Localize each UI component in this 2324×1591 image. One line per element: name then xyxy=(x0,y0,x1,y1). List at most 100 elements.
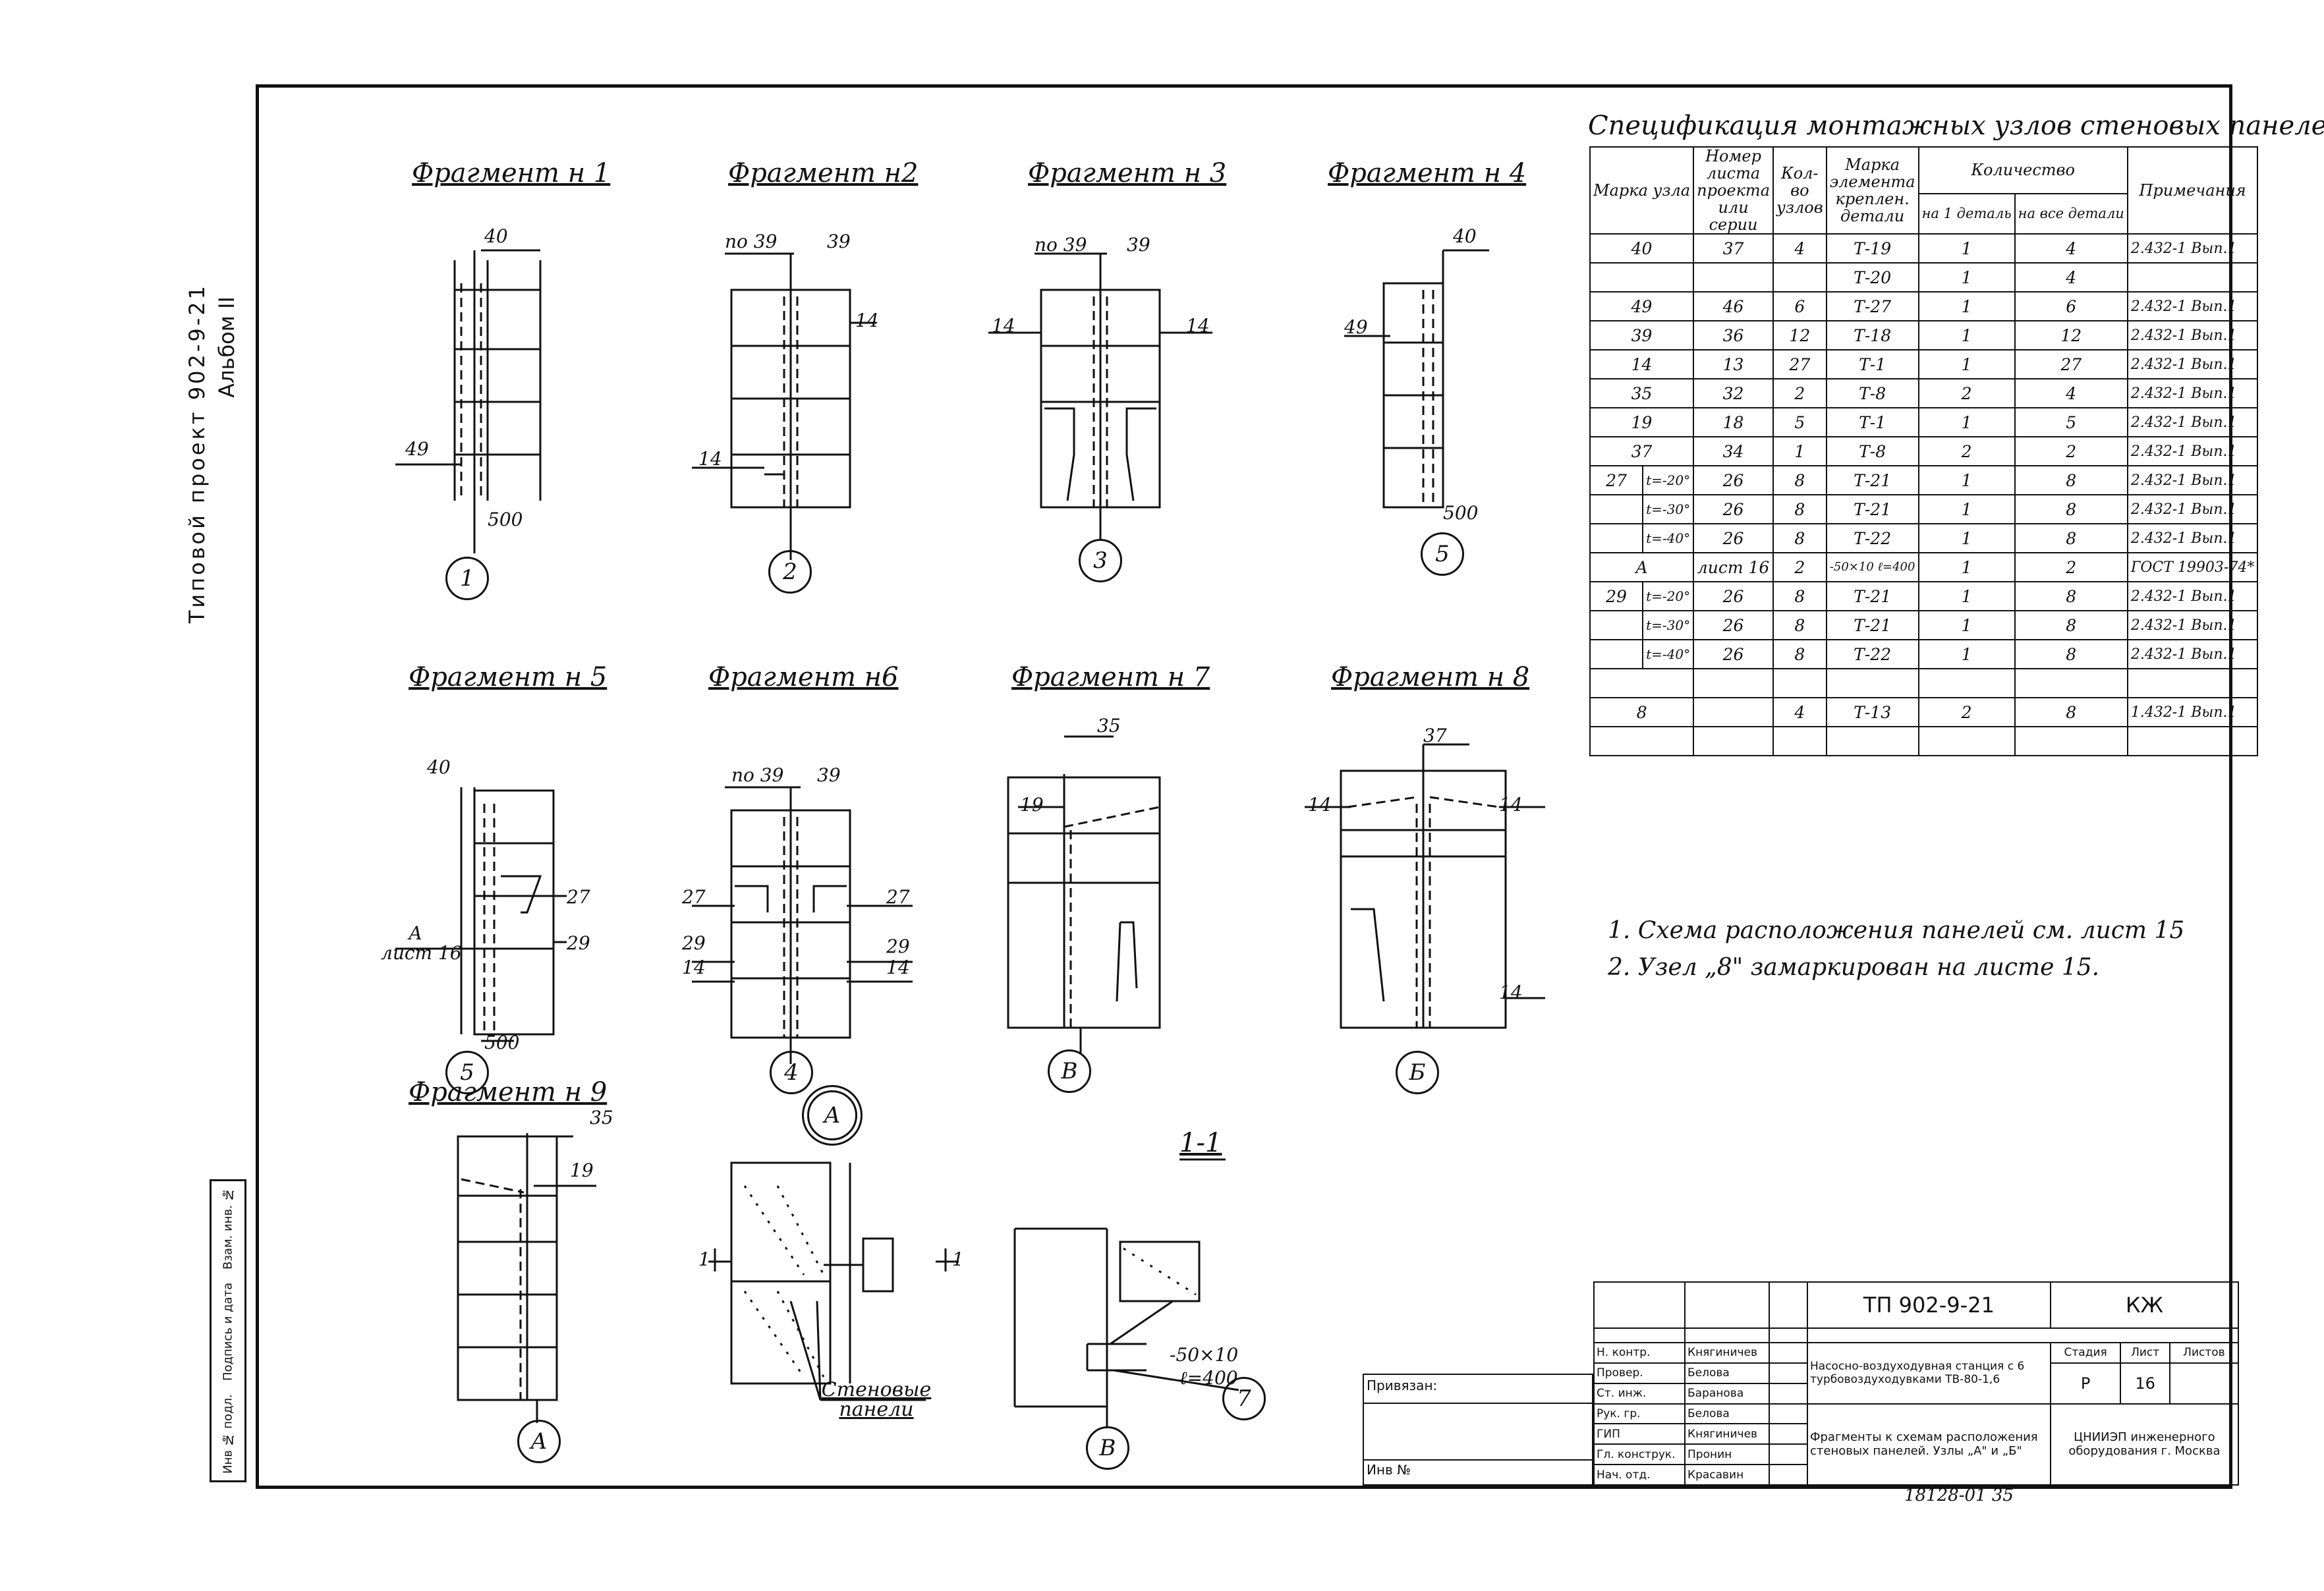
spec-cell-sheet: 26 xyxy=(1693,523,1774,553)
fragment-9-drawing xyxy=(457,1133,596,1423)
role-name: Княгиничев xyxy=(1684,1423,1770,1445)
fragment-title: Фрагмент н2 xyxy=(728,158,919,188)
fragment-marker: Б xyxy=(1396,1051,1439,1094)
inv-label: Инв № xyxy=(1364,1459,1592,1484)
spec-cell-per-one: 1 xyxy=(1917,581,2016,611)
spec-cell-element: Т-19 xyxy=(1825,233,1919,264)
fragment-label: 14 xyxy=(698,448,722,470)
spec-cell-notes: 2.432-1 Вып.1 xyxy=(2126,378,2259,408)
fragment-label: 14 xyxy=(886,957,910,978)
role: Нач. отд. xyxy=(1593,1464,1686,1486)
fragment-label: 14 xyxy=(1186,315,1210,337)
fragment-title: Фрагмент н6 xyxy=(708,662,899,692)
fragment-8-drawing xyxy=(1305,743,1545,1029)
fragment-label: по 39 xyxy=(1034,234,1087,256)
spec-cell-sheet: 18 xyxy=(1693,407,1774,437)
spec-cell-per-all xyxy=(2014,668,2128,698)
tb-mark: КЖ xyxy=(2049,1281,2240,1329)
tb-org: ЦНИИЭП инженерного оборудования г. Москв… xyxy=(2049,1403,2240,1486)
fragment-6-drawing xyxy=(692,786,913,1064)
drawing-sheet-frame xyxy=(256,84,2232,1489)
col-mark: Марка узла xyxy=(1589,146,1695,235)
spec-cell-sheet: 36 xyxy=(1693,320,1774,350)
spec-cell-sub: t=-20° xyxy=(1642,465,1695,495)
spec-cell-per-all: 6 xyxy=(2014,291,2128,321)
spec-cell-per-one: 1 xyxy=(1917,465,2016,495)
col-qty: Количество xyxy=(1917,146,2128,194)
fragment-label: 35 xyxy=(1097,715,1121,737)
fragment-label: 14 xyxy=(855,310,879,331)
spec-cell-notes: 2.432-1 Вып.1 xyxy=(2126,436,2259,466)
spec-cell-notes: 2.432-1 Вып.1 xyxy=(2126,610,2259,640)
spec-cell-per-all: 8 xyxy=(2014,581,2128,611)
binding-box: Привязан: Инв № xyxy=(1363,1374,1593,1486)
spec-cell-sub: t=-40° xyxy=(1642,523,1695,553)
spec-cell-mark: 49 xyxy=(1589,291,1695,321)
fragment-marker: 5 xyxy=(445,1051,489,1094)
spec-cell-notes: 2.432-1 Вып.1 xyxy=(2126,291,2259,321)
fragment-marker: А xyxy=(517,1420,561,1463)
spec-cell-sub: t=-20° xyxy=(1642,581,1695,611)
spec-cell-count: 5 xyxy=(1772,407,1827,437)
spec-cell-mark xyxy=(1589,639,1644,669)
notes-block: 1. Схема расположения панелей см. лист 1… xyxy=(1608,912,2184,986)
fragment-label: 49 xyxy=(405,438,429,460)
spec-cell-count: 8 xyxy=(1772,639,1827,669)
spec-cell-mark xyxy=(1589,262,1695,293)
spec-cell-sheet: 46 xyxy=(1693,291,1774,321)
fragment-label: 29 xyxy=(886,935,910,957)
spec-cell-per-one: 1 xyxy=(1917,262,2016,293)
col-per-one: на 1 деталь xyxy=(1917,192,2016,235)
fragment-title: Фрагмент н 1 xyxy=(412,158,611,188)
spec-cell-mark xyxy=(1589,726,1695,756)
spec-cell-count: 8 xyxy=(1772,465,1827,495)
spec-cell-count: 8 xyxy=(1772,494,1827,524)
fragment-label: 27 xyxy=(886,886,910,908)
spec-cell-sheet: лист 16 xyxy=(1693,552,1774,582)
fragment-label: 40 xyxy=(484,225,508,247)
spec-cell-per-one: 1 xyxy=(1917,349,2016,379)
binder-field: Инв № подл. xyxy=(221,1394,235,1474)
fragment-label: 29 xyxy=(567,932,590,954)
spec-cell-per-all: 4 xyxy=(2014,233,2128,264)
role-name: Баранова xyxy=(1684,1382,1770,1405)
spec-cell-sheet: 26 xyxy=(1693,639,1774,669)
spec-cell-notes xyxy=(2126,726,2259,756)
spec-cell-count: 8 xyxy=(1772,581,1827,611)
fragment-5-drawing xyxy=(395,787,567,1042)
spec-cell-mark: 8 xyxy=(1589,697,1695,727)
spec-cell-per-one: 1 xyxy=(1917,494,2016,524)
title-block: ТП 902-9-21 КЖ Н. контр. Княгиничев Насо… xyxy=(1593,1281,2240,1486)
fragment-label: 27 xyxy=(682,886,706,908)
spec-cell-notes: 1.432-1 Вып.1 xyxy=(2126,697,2259,727)
spec-cell-per-all: 8 xyxy=(2014,523,2128,553)
role-name: Пронин xyxy=(1684,1443,1770,1466)
col-sheet: Номер листа проекта или серии xyxy=(1693,146,1774,235)
role: Н. контр. xyxy=(1593,1342,1686,1364)
spec-cell-sub: t=-30° xyxy=(1642,610,1695,640)
bind-label: Привязан: xyxy=(1364,1375,1592,1404)
cut-mark-right: 1 xyxy=(952,1248,964,1270)
spec-cell-notes: 2.432-1 Вып.1 xyxy=(2126,320,2259,350)
spec-cell-per-all: 5 xyxy=(2014,407,2128,437)
fragment-title: Фрагмент н 3 xyxy=(1028,158,1227,188)
tb-drawing: Фрагменты к схемам расположения стеновых… xyxy=(1807,1403,2051,1486)
spec-cell-per-all: 8 xyxy=(2014,610,2128,640)
fragment-1-drawing xyxy=(395,249,542,553)
spec-cell-element: Т-21 xyxy=(1825,610,1919,640)
spec-cell-count: 8 xyxy=(1772,523,1827,553)
fragment-title: Фрагмент н 7 xyxy=(1011,662,1210,692)
spec-cell-count: 4 xyxy=(1772,233,1827,264)
spec-cell-per-all xyxy=(2014,726,2128,756)
spec-cell-count xyxy=(1772,726,1827,756)
spec-cell-sheet: 32 xyxy=(1693,378,1774,408)
role: Гл. конструк. xyxy=(1593,1443,1686,1466)
spec-cell-sheet xyxy=(1693,726,1774,756)
fragment-label: 27 xyxy=(567,886,590,908)
spec-cell-count: 4 xyxy=(1772,697,1827,727)
tb-sheet-label: Лист xyxy=(2120,1342,2170,1364)
spec-cell-count xyxy=(1772,262,1827,293)
